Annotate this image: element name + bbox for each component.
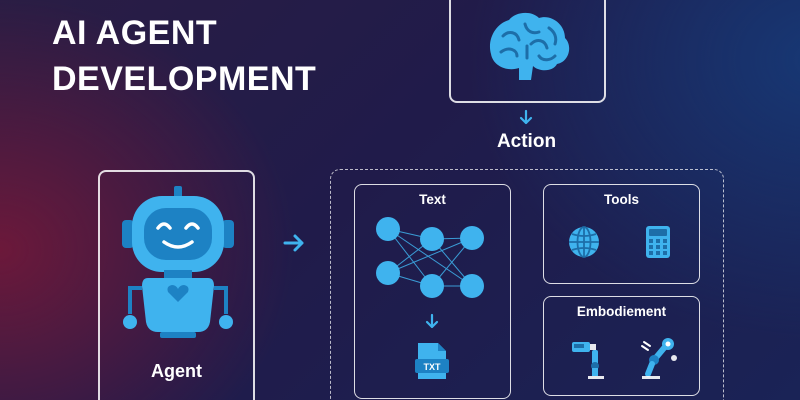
txt-file-label: TXT: [424, 362, 442, 372]
arrow-right-icon: [283, 234, 304, 252]
text-panel-label: Text: [419, 192, 446, 207]
agent-box: [98, 170, 255, 400]
brain-box: [449, 0, 606, 103]
txt-file-icon: TXT: [415, 343, 449, 379]
brain-icon: [489, 12, 570, 80]
capabilities-container: [330, 169, 724, 400]
embodiment-panel-label: Embodiement: [576, 304, 667, 319]
tools-panel-label: Tools: [604, 192, 639, 207]
robot-arm-icon: [641, 338, 677, 379]
globe-icon: [569, 226, 599, 258]
calculator-icon: [646, 226, 670, 258]
arrow-down-icon: [425, 313, 439, 329]
arrow-down-icon: [519, 109, 533, 125]
action-label: Action: [496, 131, 557, 152]
robotic-leg-icon: [572, 342, 604, 379]
agent-label: Agent: [151, 361, 202, 381]
tools-panel: [543, 184, 700, 284]
page-title: AI AGENT DEVELOPMENT: [52, 14, 317, 98]
neural-network-icon: [376, 217, 484, 298]
robot-icon: [122, 186, 234, 338]
text-panel: [354, 184, 511, 399]
embodiment-panel: [543, 296, 700, 396]
